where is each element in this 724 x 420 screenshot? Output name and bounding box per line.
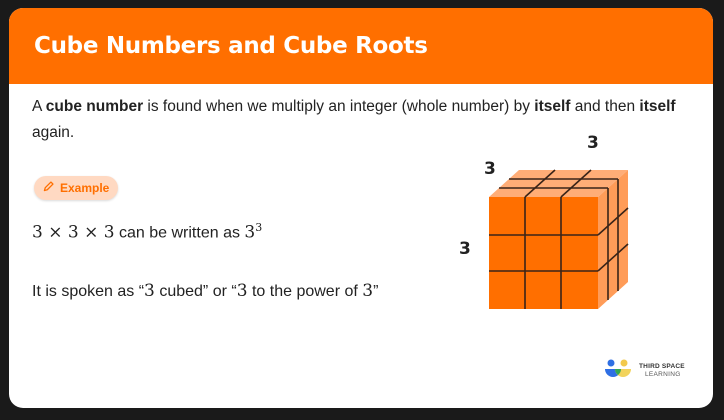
slide-card: Cube Numbers and Cube Roots A cube numbe… [9,8,713,408]
cube-diagram: 3 3 3 [440,125,680,329]
dimension-label-depth: 3 [587,133,599,153]
logo-line1: THIRD SPACE [639,363,685,370]
text: ” [373,283,379,300]
bold-term: cube number [45,98,144,115]
text: and then [570,98,640,115]
text: to the power of [247,283,363,300]
text: is found when we multiply an integer (wh… [143,98,535,115]
text: again. [32,124,75,141]
dimension-label-height: 3 [459,239,471,259]
dimension-label-width: 3 [484,159,496,179]
logo-line2: LEARNING [645,371,681,378]
math-number: 3 [362,281,374,301]
math-number: 3 [236,281,248,301]
example-expression: 3 × 3 × 3 can be written as 33 [32,221,262,242]
power-base: 3 [244,222,256,243]
third-space-learning-logo: THIRD SPACE LEARNING [603,358,685,384]
bold-term: itself [639,98,676,115]
example-label: Example [60,181,110,195]
logo-mark-icon [603,358,633,384]
text: cubed” or “ [154,283,237,300]
text: A [32,98,46,115]
text: can be written as [114,224,245,242]
text: It is spoken as “ [32,283,145,300]
example-badge: Example [34,176,119,200]
page-title: Cube Numbers and Cube Roots [34,33,428,59]
definition-text: A cube number is found when we multiply … [32,94,702,146]
math-expression: 3 × 3 × 3 [32,222,115,243]
header-bar: Cube Numbers and Cube Roots [9,8,713,84]
spoken-text: It is spoken as “3 cubed” or “3 to the p… [32,281,378,301]
math-number: 3 [144,281,155,301]
power-exponent: 3 [255,221,263,234]
bold-term: itself [534,98,571,115]
pencil-icon [42,180,55,196]
